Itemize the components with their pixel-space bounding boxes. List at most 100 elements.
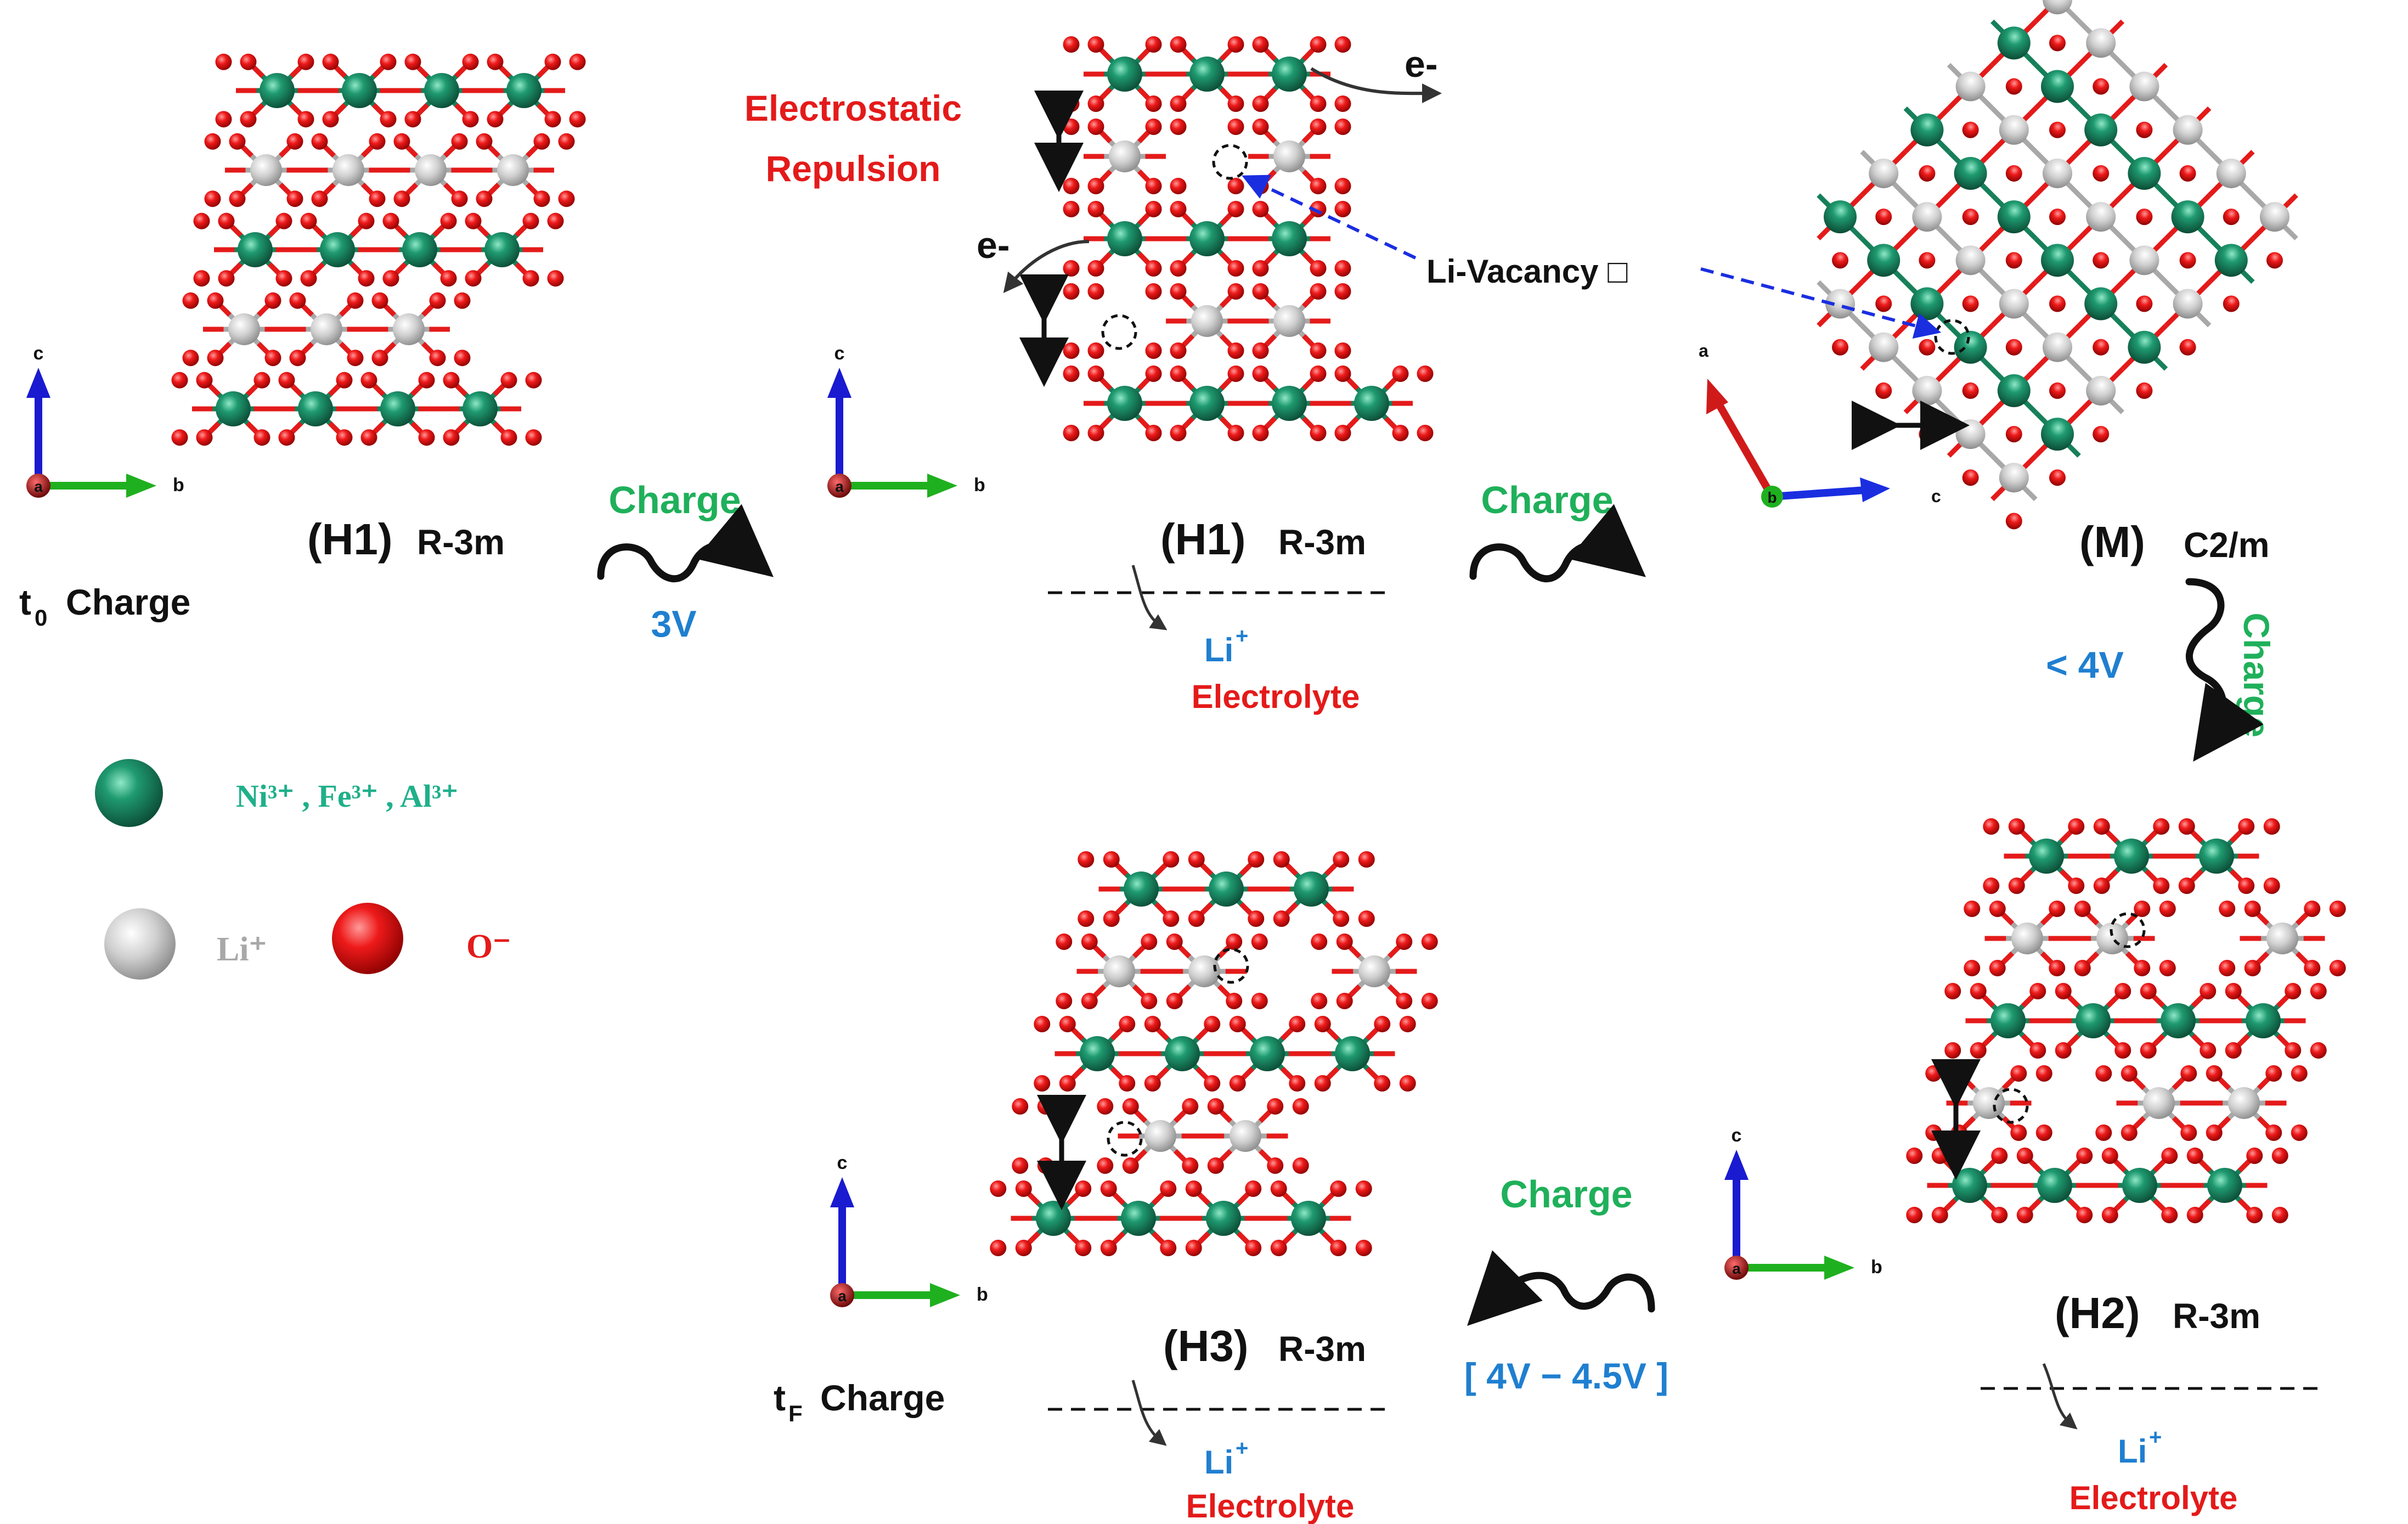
oxygen-atom [1925, 1065, 1942, 1082]
metal-atom [1867, 244, 1901, 277]
oxygen-atom [1310, 365, 1327, 382]
oxygen-atom [1421, 993, 1438, 1009]
axis-a-arrowhead [1706, 379, 1728, 414]
metal-atom [238, 232, 273, 267]
lithium-atom [1103, 955, 1135, 987]
oxygen-atom [440, 270, 457, 287]
oxygen-atom [2005, 165, 2022, 182]
oxygen-atom [1059, 1016, 1076, 1032]
oxygen-atom [2136, 295, 2153, 312]
oxygen-atom [358, 212, 375, 229]
metal-atom [342, 73, 377, 108]
oxygen-atom [1226, 993, 1243, 1009]
metal-atom [1954, 156, 1987, 190]
crystal-structure-h2 [1906, 818, 2346, 1223]
oxygen-atom [2153, 878, 2170, 894]
oxygen-atom [275, 212, 292, 229]
oxygen-atom [1056, 993, 1073, 1009]
oxygen-atom [1034, 1016, 1051, 1032]
oxygen-atom [533, 133, 550, 150]
wavy-arrow-icon [1467, 1250, 1655, 1326]
oxygen-atom [1919, 165, 1936, 182]
oxygen-atom [2121, 1065, 2138, 1082]
metal-atom [2084, 113, 2118, 147]
oxygen-atom [465, 270, 482, 287]
oxygen-atom [1292, 1157, 1309, 1174]
oxygen-atom [454, 292, 471, 309]
oxygen-atom [2263, 878, 2280, 894]
oxygen-atom [476, 133, 493, 150]
oxygen-atom [1906, 1148, 1923, 1164]
oxygen-atom [2055, 983, 2072, 999]
oxygen-atom [2178, 878, 2195, 894]
metal-atom [463, 391, 498, 426]
axis-triad-h1-initial: cba [26, 343, 184, 498]
oxygen-atom [2180, 1065, 2197, 1082]
oxygen-atom [393, 133, 410, 150]
oxygen-atom [1962, 382, 1979, 399]
oxygen-atom [2219, 901, 2236, 917]
oxygen-atom [544, 53, 561, 70]
oxygen-atom [2180, 1124, 2197, 1141]
axis-c-label: c [1732, 1125, 1742, 1146]
oxygen-atom [1334, 95, 1351, 112]
oxygen-atom [2161, 1148, 2178, 1164]
metal-atom [402, 232, 437, 267]
vacancy-icon [1213, 948, 1249, 984]
metal-atom [2041, 70, 2074, 103]
oxygen-atom [1063, 119, 1080, 135]
oxygen-atom [544, 111, 561, 128]
oxygen-atom [1931, 1207, 1948, 1223]
oxygen-atom [1015, 1180, 1032, 1197]
oxygen-atom [1188, 910, 1205, 927]
oxygen-atom [360, 372, 377, 389]
oxygen-atom [487, 111, 504, 128]
oxygen-atom [1289, 1016, 1306, 1032]
oxygen-atom [1919, 339, 1936, 356]
oxygen-atom [1170, 260, 1187, 277]
oxygen-atom [1310, 36, 1327, 53]
oxygen-atom [2136, 121, 2153, 138]
oxygen-atom [2134, 960, 2151, 976]
electrolyte-label: Electrolyte [1192, 678, 1360, 715]
oxygen-atom [2159, 901, 2176, 917]
oxygen-atom [2238, 878, 2255, 894]
oxygen-atom [1358, 851, 1375, 868]
oxygen-atom [1399, 1016, 1416, 1032]
crystal-structure-h1-mid [1063, 36, 1434, 441]
oxygen-atom [1983, 818, 2000, 835]
oxygen-atom [1160, 1240, 1177, 1256]
oxygen-atom [1252, 36, 1269, 53]
axis-b-label: b [974, 475, 985, 496]
oxygen-atom [1983, 878, 2000, 894]
axis-c-arrowhead [1860, 477, 1890, 502]
oxygen-atom [569, 111, 586, 128]
oxygen-atom [2049, 209, 2066, 226]
metal-atom [216, 391, 251, 426]
oxygen-atom [1962, 295, 1979, 312]
oxygen-atom [2265, 1124, 2282, 1141]
oxygen-atom [1204, 1075, 1221, 1092]
axis-c-label: c [1931, 486, 1941, 506]
lithium-atom [2143, 1087, 2175, 1119]
oxygen-atom [1078, 851, 1095, 868]
lithium-atom [2173, 289, 2203, 319]
metal-atom [1107, 386, 1142, 421]
oxygen-atom [2093, 252, 2110, 269]
oxygen-atom [1875, 382, 1892, 399]
oxygen-atom [1334, 365, 1351, 382]
oxygen-atom [525, 372, 542, 389]
oxygen-atom [1063, 425, 1080, 441]
oxygen-atom [1962, 209, 1979, 226]
oxygen-atom [1417, 365, 1434, 382]
lithium-atom [2129, 245, 2159, 275]
transition-voltage: < 4V [2046, 644, 2124, 686]
axis-a-dot [1724, 1256, 1749, 1280]
lithium-atom [1912, 202, 1942, 232]
oxygen-atom [990, 1240, 1007, 1256]
oxygen-atom [2029, 983, 2046, 999]
oxygen-atom [1330, 1240, 1347, 1256]
lithium-atom [393, 313, 425, 345]
oxygen-atom [1991, 1148, 2008, 1164]
